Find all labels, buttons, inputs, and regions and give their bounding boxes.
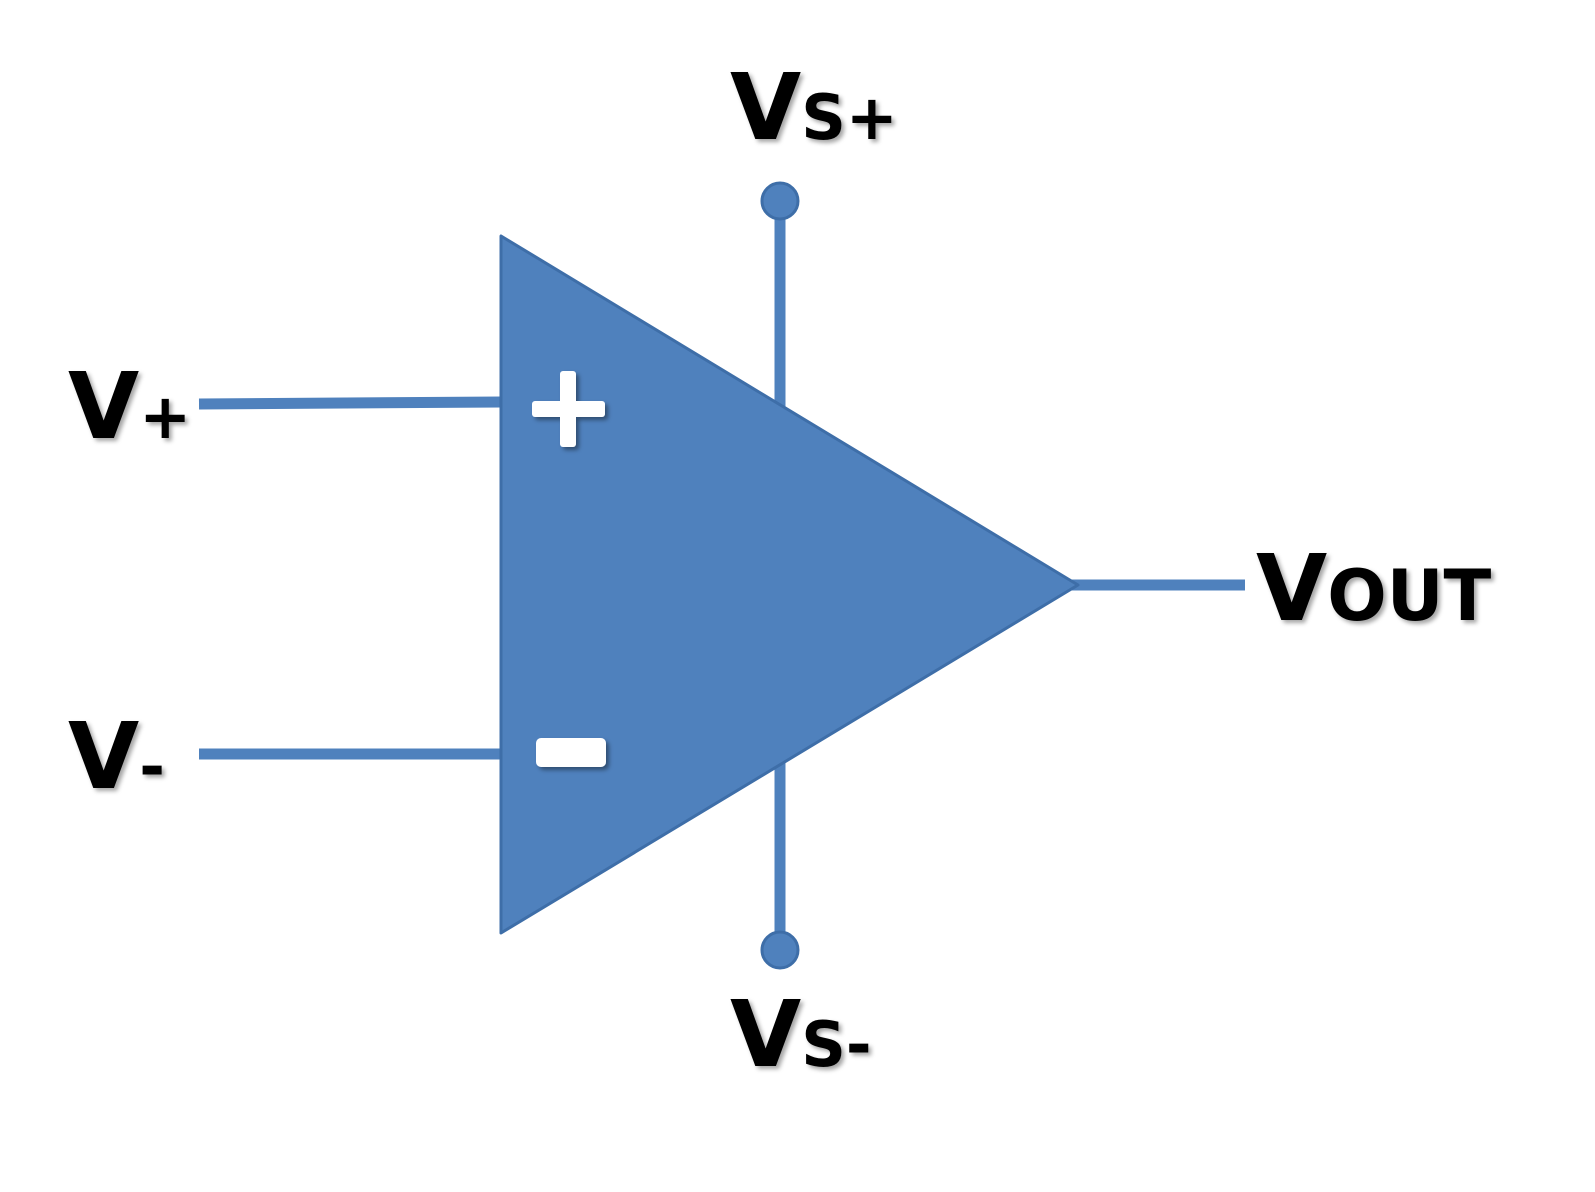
label-supply-negative-main: V (730, 981, 801, 1088)
label-supply-positive-sub: S+ (801, 81, 898, 154)
label-supply-negative: VS- (730, 981, 872, 1088)
label-output-main: V (1256, 535, 1327, 642)
label-supply-negative-sub: S- (801, 1008, 871, 1081)
label-input-inverting-main: V (68, 703, 139, 810)
label-input-noninverting-main: V (68, 353, 139, 460)
negative-supply-terminal (760, 930, 800, 970)
label-input-noninverting: V+ (68, 353, 191, 460)
op-amp-triangle (499, 234, 1080, 935)
label-supply-positive-main: V (730, 54, 801, 161)
noninverting-input-wire (198, 396, 503, 410)
label-input-inverting: V- (68, 703, 165, 810)
label-output-sub: OUT (1327, 555, 1491, 637)
positive-supply-terminal (760, 181, 800, 221)
plus-sign-icon (532, 371, 605, 447)
label-input-inverting-sub: - (139, 730, 165, 803)
label-output: VOUT (1256, 535, 1492, 642)
label-input-noninverting-sub: + (139, 380, 191, 453)
minus-sign-icon (536, 738, 606, 767)
label-supply-positive: VS+ (730, 54, 898, 161)
